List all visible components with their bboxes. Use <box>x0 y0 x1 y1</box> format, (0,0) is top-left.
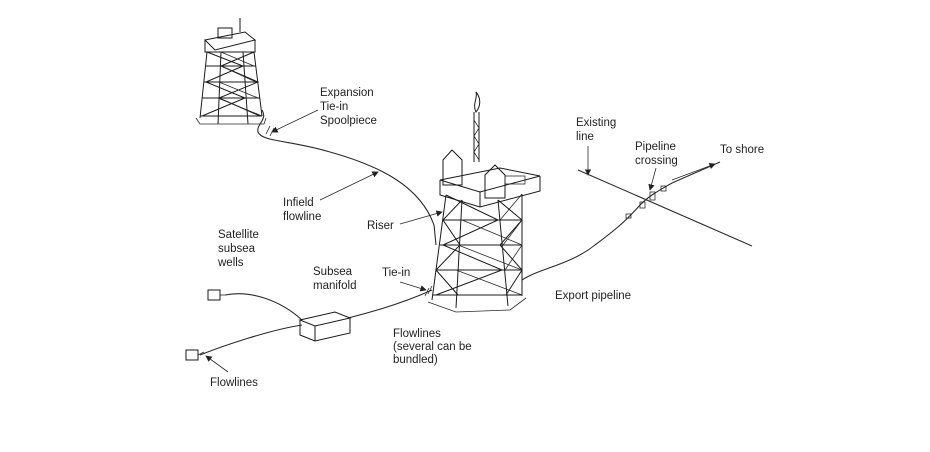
satellite-platform <box>195 18 267 125</box>
satellite-well-box <box>207 289 221 301</box>
label-to-shore: To shore <box>720 144 764 156</box>
label-flowlines: Flowlines <box>210 377 258 389</box>
subsea-manifold-box <box>298 311 352 327</box>
satellite-well-box <box>185 349 199 361</box>
leader-lines <box>205 109 716 373</box>
label-export-pipeline: Export pipeline <box>555 290 631 302</box>
label-riser: Riser <box>367 220 394 232</box>
main-platform <box>427 91 541 313</box>
subsea-equipment <box>185 289 352 361</box>
pipelines <box>199 109 753 356</box>
label-tie-in: Tie-in <box>382 267 410 279</box>
